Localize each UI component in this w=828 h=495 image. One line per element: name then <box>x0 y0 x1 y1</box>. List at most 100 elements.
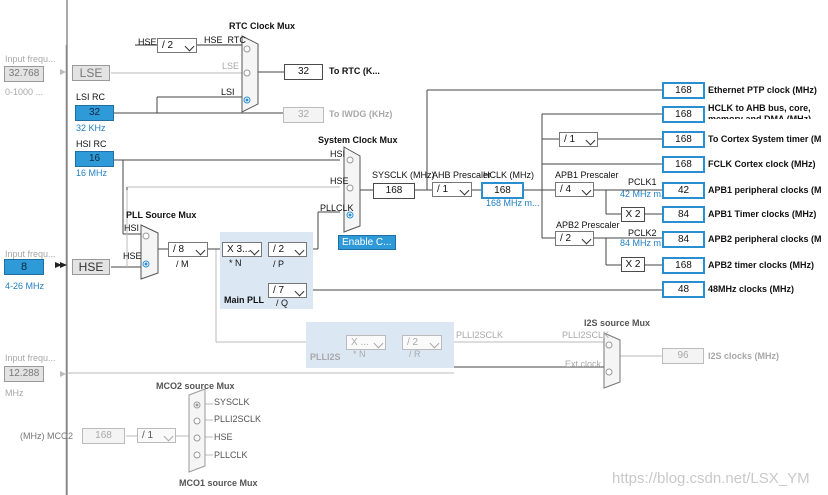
pll-m-label: / M <box>176 259 189 269</box>
main-pll-label: Main PLL <box>224 295 264 305</box>
chevron-down-icon <box>581 185 592 196</box>
i2s-input-label: Input frequ... <box>5 353 56 363</box>
apb2-timer-multiplier: X 2 <box>621 257 645 272</box>
mco1-mux-title: MCO1 source Mux <box>179 478 258 488</box>
mco2-divider-value: / 1 <box>142 430 154 441</box>
plli2s-r-value: / 2 <box>407 337 419 348</box>
sys-mux-title: System Clock Mux <box>318 135 398 145</box>
mco2-out-label: (MHz) MCO2 <box>20 431 73 441</box>
pll-mux-hsi-label: HSI <box>124 223 140 233</box>
apb2-prescaler-value: / 2 <box>560 233 572 244</box>
out-cortex-timer-label: To Cortex System timer (M <box>708 134 822 144</box>
hclk-label: HCLK (MHz) <box>483 170 534 180</box>
sysclk-value[interactable]: 168 <box>373 183 415 199</box>
enable-css-button[interactable]: Enable C... <box>338 235 396 250</box>
hsi-title: HSI RC <box>76 139 107 149</box>
out-fclk-value[interactable]: 168 <box>662 156 705 173</box>
apb1-label: APB1 Prescaler <box>555 170 619 180</box>
plli2s-n-select[interactable]: X ... <box>346 335 386 350</box>
sys-mux-hse-label: HSE <box>330 176 349 186</box>
mco2-mux-title: MCO2 source Mux <box>156 381 235 391</box>
rtc-hse-divider[interactable]: / 2 <box>157 38 197 53</box>
ahb-prescaler-select[interactable]: / 1 <box>432 182 472 197</box>
rtc-hse-divider-value: / 2 <box>162 40 174 51</box>
lsi-freq: 32 KHz <box>76 123 106 133</box>
ahb-label: AHB Prescaler <box>432 170 492 180</box>
pll-q-select[interactable]: / 7 <box>268 283 307 298</box>
pclk2-label: PCLK2 <box>628 228 657 238</box>
hclk-value[interactable]: 168 <box>481 182 524 199</box>
chevron-down-icon <box>459 185 470 196</box>
rtc-hse-in-label: HSE <box>138 37 157 47</box>
apb2-max: 84 MHz m... <box>620 238 669 248</box>
hse-block[interactable]: HSE <box>72 259 110 275</box>
pll-mux-title: PLL Source Mux <box>126 210 197 220</box>
out-hclk-value[interactable]: 168 <box>662 106 705 123</box>
pll-m-value: / 8 <box>173 244 185 255</box>
plli2s-r-select[interactable]: / 2 <box>402 335 442 350</box>
hse-input-label: Input frequ... <box>5 249 56 259</box>
hsi-freq: 16 MHz <box>76 168 108 178</box>
pll-p-select[interactable]: / 2 <box>268 242 307 257</box>
sys-mux-hsi-label: HSI <box>330 149 346 159</box>
out-hclk-label: HCLK to AHB bus, core, <box>708 103 811 113</box>
cortex-timer-divider[interactable]: / 1 <box>559 132 598 147</box>
rtc-hse-rtc-label: HSE_RTC <box>204 35 246 45</box>
chevron-down-icon <box>373 338 384 349</box>
lse-input-label: Input frequ... <box>5 54 56 64</box>
out-apb1-periph-value[interactable]: 42 <box>662 182 705 199</box>
i2s-input-field[interactable]: 12.288 <box>4 366 44 382</box>
i2s-mux-title: I2S source Mux <box>584 318 651 328</box>
hse-input-field[interactable]: 8 <box>4 259 44 275</box>
sysclk-label: SYSCLK (MHz) <box>372 170 435 180</box>
lse-input-field[interactable]: 32.768 <box>4 66 44 82</box>
i2s-out-label: I2S clocks (MHz) <box>708 351 780 361</box>
i2s-input-unit: MHz <box>5 388 24 398</box>
lsi-value[interactable]: 32 <box>75 105 114 121</box>
pclk1-label: PCLK1 <box>628 177 657 187</box>
out-ethernet-ptp-label: Ethernet PTP clock (MHz) <box>708 85 817 95</box>
apb1-prescaler-select[interactable]: / 4 <box>555 182 594 197</box>
out-apb2-periph-label: APB2 peripheral clocks (M <box>708 234 822 244</box>
pll-q-value: / 7 <box>273 285 285 296</box>
plli2s-n-value: X ... <box>351 337 369 348</box>
hsi-value[interactable]: 16 <box>75 151 114 167</box>
plli2s-out-label: PLLI2SCLK <box>456 330 504 340</box>
iwdg-label: To IWDG (KHz) <box>329 109 393 119</box>
apb2-label: APB2 Prescaler <box>556 220 620 230</box>
chevron-down-icon <box>184 41 195 52</box>
ahb-prescaler-value: / 1 <box>437 184 449 195</box>
chevron-down-icon <box>249 245 260 256</box>
lse-block[interactable]: LSE <box>72 65 110 81</box>
pll-m-select[interactable]: / 8 <box>168 242 208 257</box>
plli2s-label: PLLI2S <box>310 352 341 362</box>
mco2-in-pllclk: PLLCLK <box>214 450 248 460</box>
pll-q-label: / Q <box>276 298 289 308</box>
i2s-out-value[interactable]: 96 <box>662 348 704 364</box>
out-hclk-label-2: memory and DMA (MHz) <box>708 114 812 119</box>
sys-mux-pllclk-label: PLLCLK <box>320 203 354 213</box>
mco2-out-value[interactable]: 168 <box>82 428 125 444</box>
rtc-lsi-label: LSI <box>221 87 235 97</box>
out-apb1-timer-value[interactable]: 84 <box>662 206 705 223</box>
out-apb2-periph-value[interactable]: 84 <box>662 231 705 248</box>
out-apb2-timer-value[interactable]: 168 <box>662 257 705 274</box>
chevron-down-icon <box>195 245 206 256</box>
out-ethernet-ptp-value[interactable]: 168 <box>662 82 705 99</box>
rtc-out-value[interactable]: 32 <box>284 64 323 80</box>
plli2s-r-label: / R <box>409 349 421 359</box>
pll-n-select[interactable]: X 3... <box>222 242 262 257</box>
iwdg-value[interactable]: 32 <box>283 107 324 123</box>
out-cortex-timer-value[interactable]: 168 <box>662 131 705 148</box>
rtc-out-label: To RTC (K... <box>329 66 380 76</box>
apb2-prescaler-select[interactable]: / 2 <box>555 231 594 246</box>
hclk-note: 168 MHz m... <box>486 198 540 208</box>
mco2-divider-select[interactable]: / 1 <box>137 428 176 443</box>
chevron-down-icon <box>585 135 596 146</box>
rtc-lse-label: LSE <box>222 61 240 71</box>
mco2-in-sysclk: SYSCLK <box>214 397 250 407</box>
out-apb1-timer-label: APB1 Timer clocks (MHz) <box>708 209 817 219</box>
chevron-down-icon <box>163 431 174 442</box>
out-48mhz-value[interactable]: 48 <box>662 281 705 298</box>
